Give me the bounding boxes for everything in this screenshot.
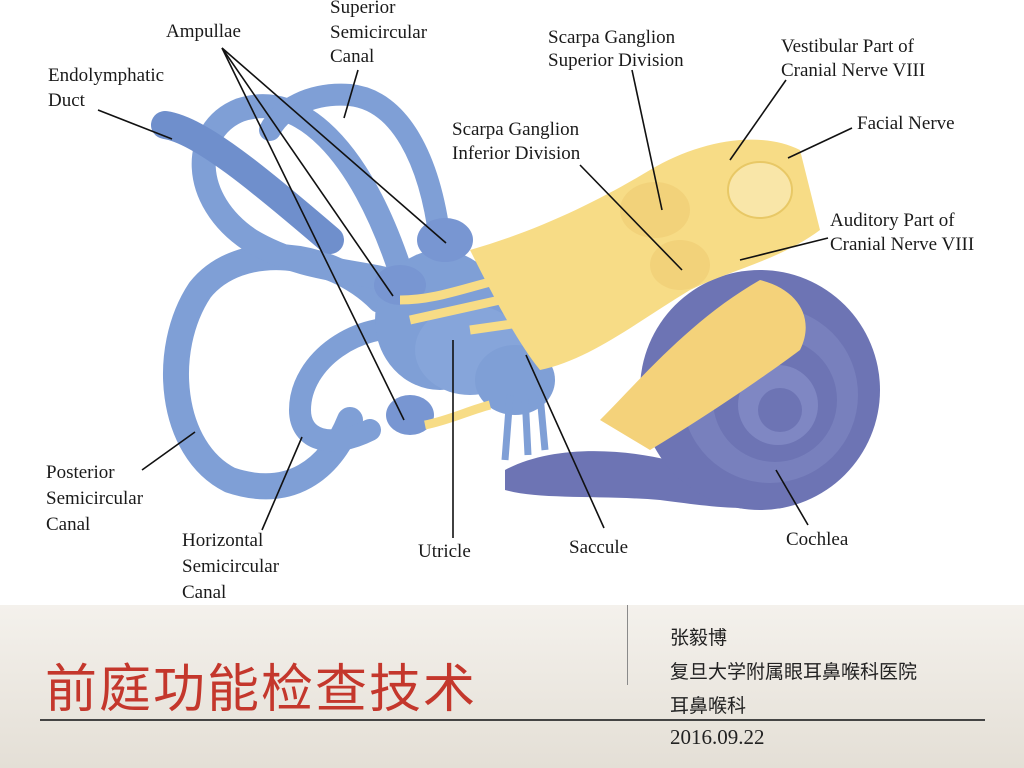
facial-nerve-stump xyxy=(727,161,793,219)
endolymphatic-duct-shape xyxy=(151,111,344,254)
inner-ear-diagram: Superior Semicircular Canal Ampullae End… xyxy=(46,0,974,603)
affiliation: 复旦大学附属眼耳鼻喉科医院 xyxy=(670,661,918,683)
nerve-illustration xyxy=(399,139,820,450)
label-posterior-semicircular-canal: Posterior Semicircular Canal xyxy=(46,462,148,535)
author-name: 张毅博 xyxy=(670,627,728,649)
label-horizontal-semicircular-canal: Horizontal Semicircular Canal xyxy=(182,530,284,603)
title-underline xyxy=(40,719,985,721)
label-scarpa-inferior: Scarpa Ganglion Inferior Division xyxy=(452,119,584,164)
label-utricle: Utricle xyxy=(418,541,471,562)
label-cochlea: Cochlea xyxy=(786,529,849,550)
slide-title: 前庭功能检查技术 xyxy=(45,660,478,720)
label-scarpa-superior: Scarpa Ganglion Superior Division xyxy=(548,27,684,71)
footer-divider xyxy=(627,605,628,685)
posterior-canal-shape xyxy=(163,244,393,500)
label-saccule: Saccule xyxy=(569,537,628,558)
department: 耳鼻喉科 xyxy=(670,695,747,717)
horizontal-canal-shape xyxy=(288,317,421,452)
leader-lines xyxy=(97,47,853,538)
label-auditory-part: Auditory Part of Cranial Nerve VIII xyxy=(830,210,974,255)
presentation-date: 2016.09.22 xyxy=(670,725,765,749)
label-facial-nerve: Facial Nerve xyxy=(857,113,955,134)
label-ampullae: Ampullae xyxy=(166,21,241,42)
label-superior-semicircular-canal: Superior Semicircular Canal xyxy=(330,0,432,67)
superior-canal-outer xyxy=(259,83,451,251)
ampulla-posterior xyxy=(386,395,434,435)
slide-footer: 前庭功能检查技术 张毅博 复旦大学附属眼耳鼻喉科医院 耳鼻喉科 2016.09.… xyxy=(0,605,1024,768)
label-vestibular-part: Vestibular Part of Cranial Nerve VIII xyxy=(781,36,925,81)
label-endolymphatic-duct: Endolymphatic Duct xyxy=(48,65,169,111)
